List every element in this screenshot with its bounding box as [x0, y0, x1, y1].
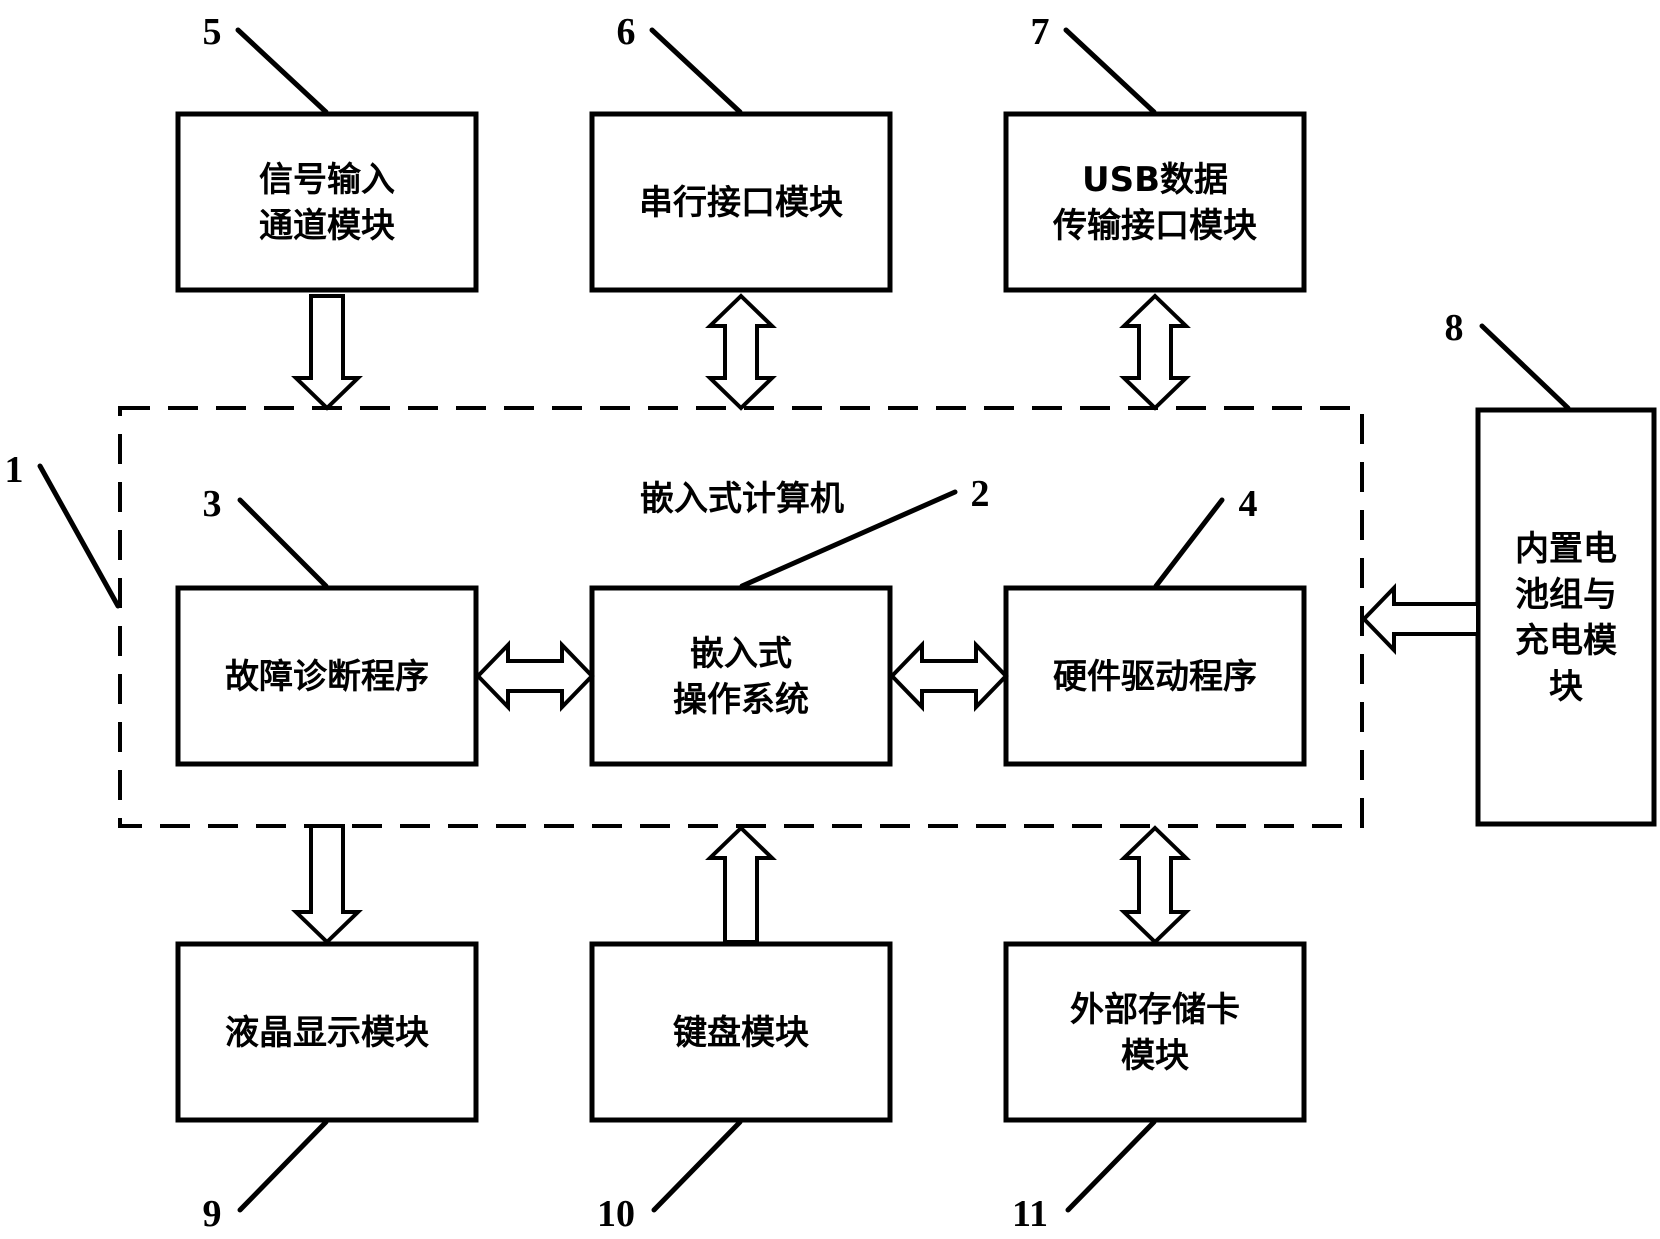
ref-num-5: 5: [203, 11, 222, 53]
label-line: 块: [1549, 667, 1583, 707]
leader-2: [739, 489, 958, 589]
label-line: 传输接口模块: [1052, 206, 1257, 246]
fault-diagnosis-program-label: 故障诊断程序: [225, 657, 429, 697]
ref-num-11: 11: [1012, 1193, 1048, 1235]
label-line: 信号输入: [259, 160, 395, 200]
battery-charging-module: 内置电池组与充电模块: [1475, 407, 1657, 827]
leader-1: [37, 463, 121, 609]
keyboard-to-computer-arrow: [705, 825, 777, 944]
ref-num-6: 6: [617, 11, 636, 53]
serial-computer-double-arrow: [705, 293, 777, 411]
ref-num-3: 3: [203, 483, 222, 525]
leader-6: [649, 27, 743, 115]
label-line: 串行接口模块: [639, 183, 843, 223]
ref-num-4: 4: [1239, 483, 1258, 525]
battery-to-computer-arrow: [1361, 583, 1480, 655]
ref-num-1: 1: [5, 449, 24, 491]
leader-7: [1063, 27, 1157, 115]
leader-4: [1153, 497, 1225, 589]
leader-9: [237, 1119, 329, 1213]
label-line: 池组与: [1515, 575, 1617, 615]
fault-diagnosis-program: 故障诊断程序: [175, 585, 479, 767]
keyboard-module: 键盘模块: [589, 941, 893, 1123]
lcd-display-module: 液晶显示模块: [175, 941, 479, 1123]
label-line: 嵌入式: [690, 634, 792, 674]
leader-10: [651, 1119, 743, 1213]
label-line: 键盘模块: [673, 1013, 809, 1053]
ref-num-2: 2: [971, 473, 990, 515]
label-line: 外部存储卡: [1070, 990, 1240, 1030]
label-line: 硬件驱动程序: [1053, 657, 1257, 697]
keyboard-module-label: 键盘模块: [673, 1013, 809, 1053]
ref-num-7: 7: [1031, 11, 1050, 53]
hardware-driver-program-label: 硬件驱动程序: [1053, 657, 1257, 697]
label-line: 液晶显示模块: [225, 1013, 429, 1053]
leader-8: [1479, 323, 1571, 411]
signal-input-module-label: 信号输入通道模块: [259, 160, 395, 246]
serial-interface-module-label: 串行接口模块: [639, 183, 843, 223]
ref-num-10: 10: [597, 1193, 635, 1235]
label-line: 故障诊断程序: [225, 657, 429, 697]
lcd-display-module-label: 液晶显示模块: [225, 1013, 429, 1053]
label-line: 通道模块: [259, 206, 395, 246]
embedded-os-label: 嵌入式操作系统: [673, 634, 809, 720]
label-line: 充电模: [1515, 621, 1617, 661]
serial-interface-module: 串行接口模块: [589, 111, 893, 293]
leader-11: [1065, 1119, 1157, 1213]
label-line: USB数据: [1082, 160, 1228, 200]
external-storage-module: 外部存储卡模块: [1003, 941, 1307, 1123]
label-line: 内置电: [1515, 529, 1617, 569]
leader-5: [235, 27, 329, 115]
signal-input-module: 信号输入通道模块: [175, 111, 479, 293]
os-driver-double-arrow: [889, 640, 1009, 712]
usb-interface-module-label: USB数据传输接口模块: [1052, 160, 1257, 246]
leader-3: [237, 497, 329, 589]
ref-num-9: 9: [203, 1193, 222, 1235]
embedded-os: 嵌入式操作系统: [589, 585, 893, 767]
storage-computer-double-arrow: [1119, 825, 1191, 945]
battery-charging-module-label: 内置电池组与充电模块: [1515, 529, 1617, 707]
usb-computer-double-arrow: [1119, 293, 1191, 411]
embedded-computer-title: 嵌入式计算机: [640, 479, 844, 519]
ref-num-8: 8: [1445, 307, 1464, 349]
external-storage-module-label: 外部存储卡模块: [1070, 990, 1240, 1076]
label-line: 模块: [1121, 1036, 1189, 1076]
label-line: 操作系统: [673, 680, 809, 720]
fault-os-double-arrow: [475, 640, 595, 712]
hardware-driver-program: 硬件驱动程序: [1003, 585, 1307, 767]
computer-to-lcd-arrow: [291, 824, 363, 945]
usb-interface-module: USB数据传输接口模块: [1003, 111, 1307, 293]
signal-to-computer-arrow: [291, 294, 363, 411]
